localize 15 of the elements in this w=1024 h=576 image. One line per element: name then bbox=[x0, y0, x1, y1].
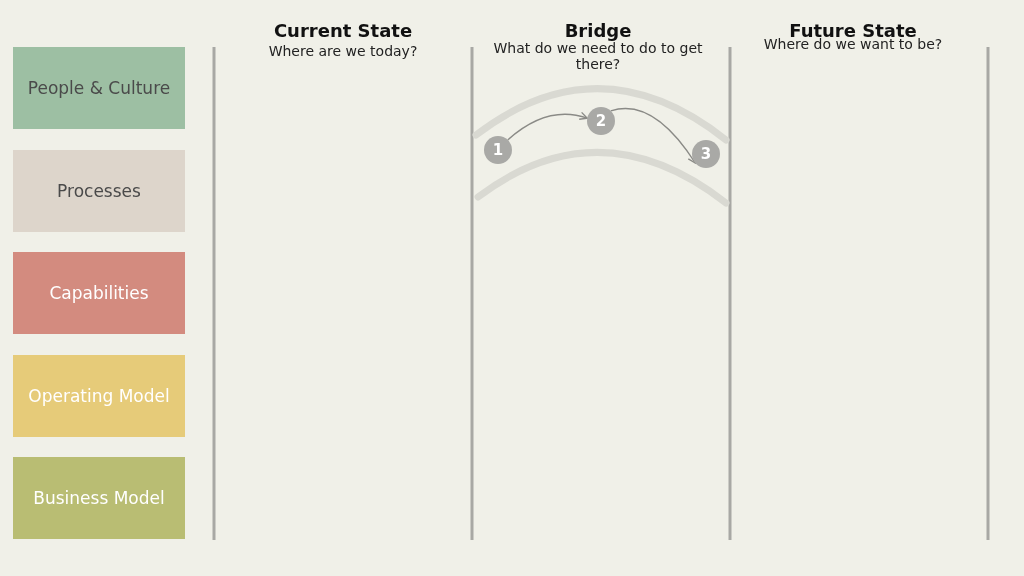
column-heading: Current State bbox=[272, 20, 414, 41]
column-subtitle: Where are we today? bbox=[267, 43, 419, 59]
category-box: People & Culture bbox=[13, 47, 185, 129]
column-subtitle: What do we need to do to get there? bbox=[492, 40, 704, 72]
category-box: Capabilities bbox=[13, 252, 185, 334]
step-number-circle: 3 bbox=[692, 140, 720, 168]
curved-arrow bbox=[610, 107, 696, 164]
column-subtitle: Where do we want to be? bbox=[762, 36, 944, 52]
step-number-circle: 2 bbox=[587, 107, 615, 135]
step-number-circle: 1 bbox=[484, 136, 512, 164]
category-box: Processes bbox=[13, 150, 185, 232]
category-box: Business Model bbox=[13, 457, 185, 539]
column-heading: Bridge bbox=[563, 20, 633, 41]
category-box: Operating Model bbox=[13, 355, 185, 437]
curved-arrow bbox=[507, 111, 588, 141]
